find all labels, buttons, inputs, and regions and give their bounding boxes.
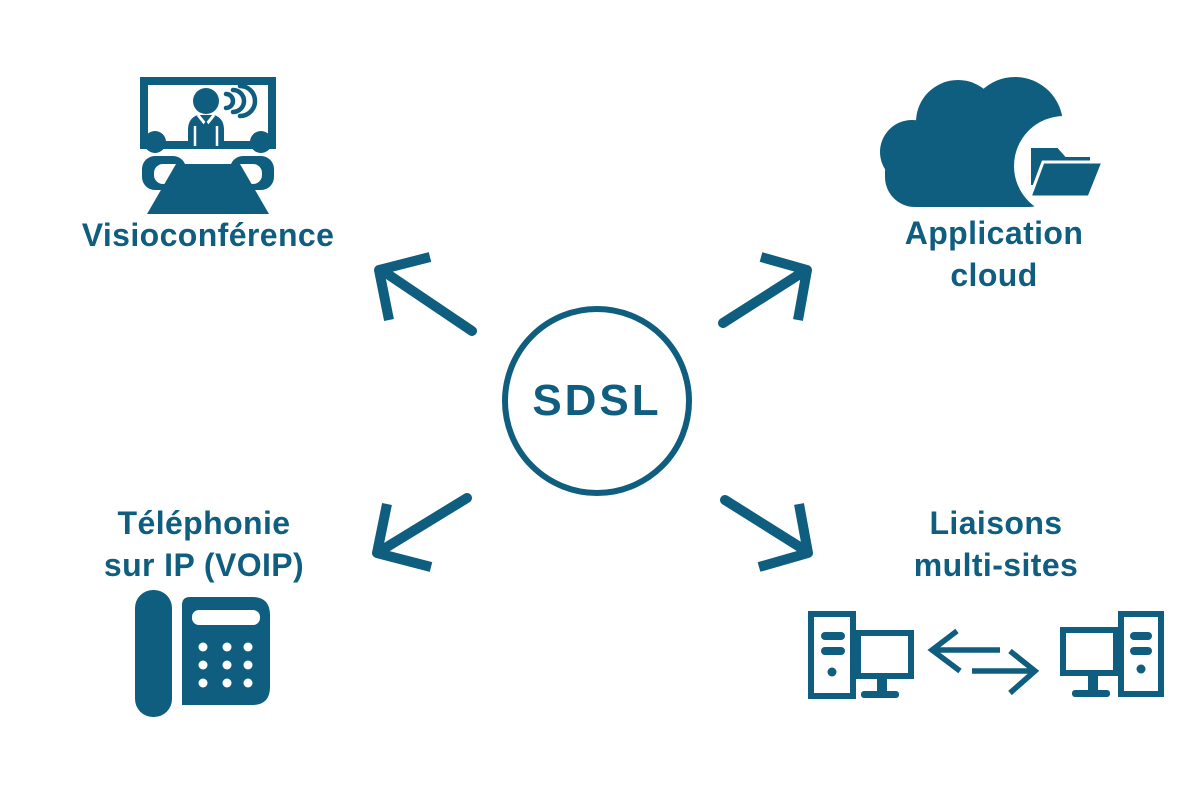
- node-label-telephonie-voip: Téléphonie sur IP (VOIP): [54, 502, 354, 586]
- exchange-arrows-icon: [927, 628, 1040, 696]
- label-line: Liaisons: [929, 505, 1063, 541]
- cloud-folder-icon: [875, 72, 1107, 212]
- label-line: sur IP (VOIP): [103, 547, 305, 583]
- multi-site-link-icon: [805, 606, 1170, 706]
- workstation-left-icon: [808, 611, 914, 699]
- node-label-visioconference: Visioconférence: [28, 214, 388, 256]
- label-line: Visioconférence: [81, 217, 335, 253]
- sdsl-hub-circle: SDSL: [502, 306, 692, 496]
- node-label-application-cloud: Application cloud: [844, 212, 1144, 296]
- arrow-to-application-cloud: [718, 252, 812, 328]
- arrow-to-telephonie-voip: [372, 493, 472, 572]
- label-line: Application: [904, 215, 1084, 251]
- arrow-to-liaisons-multi-sites: [720, 495, 813, 572]
- sdsl-hub-label: SDSL: [532, 376, 662, 425]
- label-line: Téléphonie: [117, 505, 291, 541]
- voip-phone-icon: [130, 585, 275, 720]
- videoconference-icon: [138, 76, 278, 218]
- label-line: cloud: [950, 257, 1038, 293]
- workstation-right-icon: [1060, 611, 1164, 697]
- label-line: multi-sites: [913, 547, 1079, 583]
- arrow-to-visioconference: [374, 252, 477, 336]
- node-label-liaisons-multi-sites: Liaisons multi-sites: [846, 502, 1146, 586]
